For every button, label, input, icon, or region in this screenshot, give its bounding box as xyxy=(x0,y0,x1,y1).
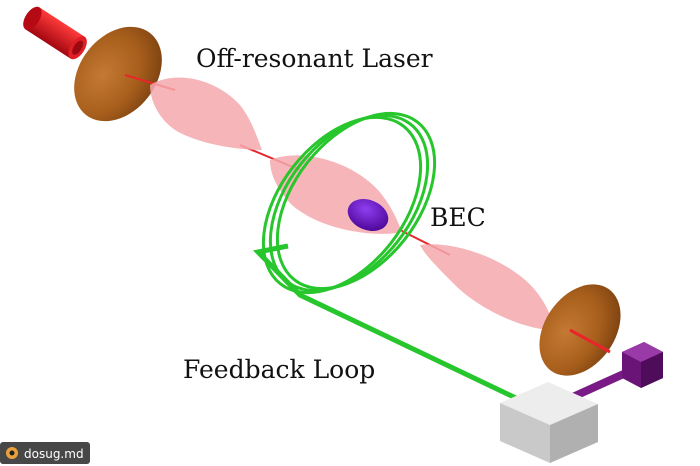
lower-lens xyxy=(539,284,621,376)
laser-head xyxy=(23,6,87,60)
feedback-coil xyxy=(261,111,437,295)
purple-modulator xyxy=(553,342,663,409)
bec-cloud xyxy=(347,199,389,231)
label-off-resonant-laser: Off-resonant Laser xyxy=(196,44,433,73)
label-bec: BEC xyxy=(430,203,486,232)
watermark: dosug.md xyxy=(0,442,90,464)
detector-box xyxy=(500,382,598,463)
beam-exit xyxy=(569,328,611,354)
label-feedback-loop: Feedback Loop xyxy=(183,355,375,384)
feedback-wire xyxy=(252,243,522,403)
watermark-text: dosug.md xyxy=(24,447,84,461)
upper-lens xyxy=(74,26,162,122)
